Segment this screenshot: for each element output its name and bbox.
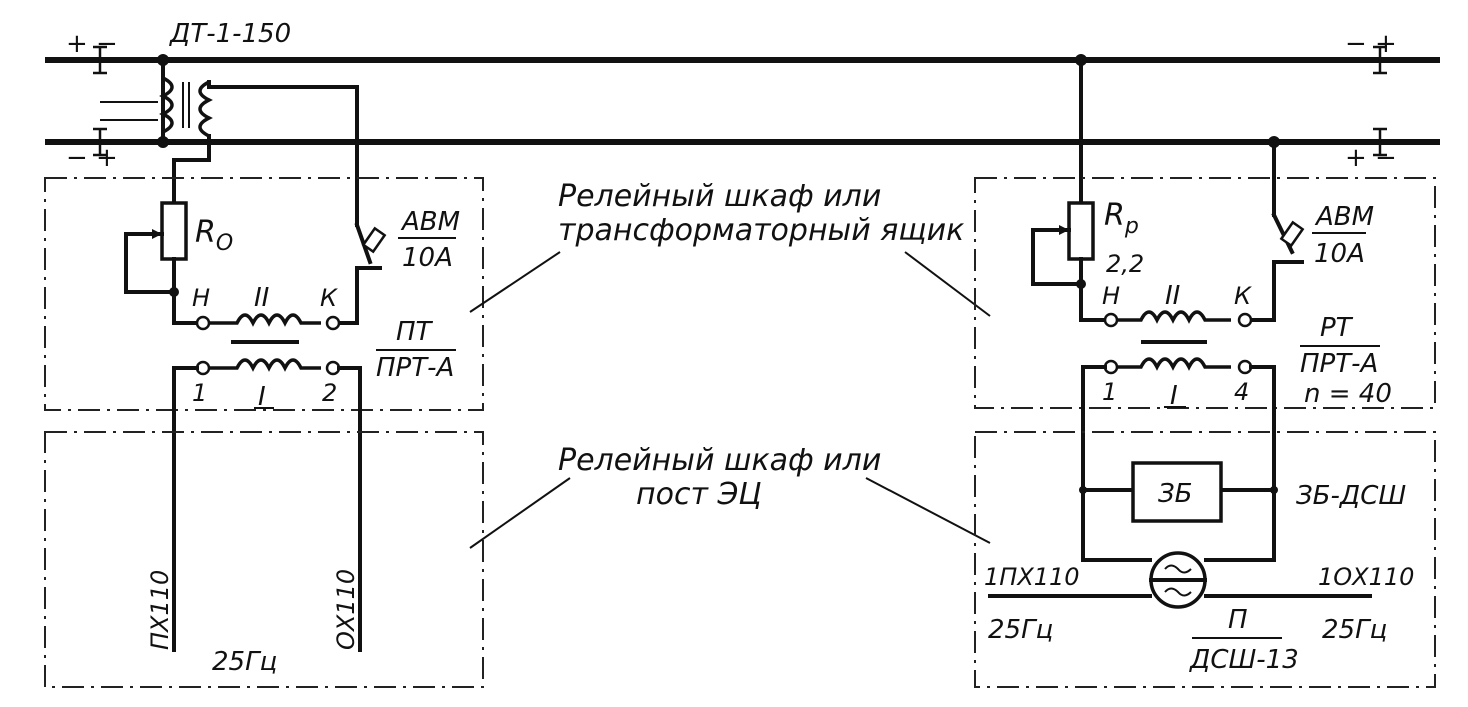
transformer-rt-ratio: n = 40 [1304, 379, 1392, 409]
resistor-ro [124, 201, 205, 325]
winding-2-right: II [1165, 281, 1180, 311]
insulating-joint-left-top [93, 45, 107, 75]
term-k-left: К [320, 284, 338, 312]
protection-block-zb [1079, 461, 1278, 523]
right-cabinet-top [974, 177, 1436, 409]
wire-1ox110: 1ОХ110 [1318, 563, 1414, 591]
insulating-joint-right-bottom [1373, 127, 1387, 157]
relay-bottom-label: ДСШ-13 [1189, 645, 1299, 675]
center-bottom-line1: Релейный шкаф или [558, 443, 881, 478]
transformer-pt-bottom: ПРТ-А [376, 353, 454, 383]
insulating-joint-left-bottom [93, 127, 107, 157]
transformer-rt-bottom: ПРТ-А [1300, 349, 1378, 379]
track-relay-dsh13 [988, 551, 1372, 609]
term-4-right: 4 [1234, 378, 1249, 406]
choke-transformer [100, 54, 359, 227]
wire-1px110: 1ПХ110 [984, 563, 1080, 591]
relay-top-label: П [1228, 605, 1248, 635]
polarity-left-top: + − [66, 29, 118, 59]
breaker-right [1243, 212, 1305, 322]
winding-1-left: I [258, 382, 266, 412]
breaker-left [331, 222, 387, 325]
transformer-pt [172, 313, 362, 652]
term-h-right: Н [1102, 282, 1120, 310]
polarity-right-bottom: + − [1345, 143, 1397, 173]
left-cabinet-top [44, 177, 484, 411]
transformer-pt-top: ПТ [396, 317, 434, 347]
center-top-line2: трансформаторный ящик [558, 213, 964, 248]
left-cabinet-bottom [44, 431, 484, 688]
leader-bottom-left [469, 477, 571, 549]
breaker-right-top: АВМ [1314, 202, 1374, 232]
resistor-rp-value: 2,2 [1106, 250, 1144, 278]
transformer-rt [1081, 310, 1276, 562]
freq-left: 25Гц [212, 647, 277, 677]
resistor-rp-label: Rp [1104, 198, 1139, 239]
wire-ox110: ОХ110 [332, 569, 360, 650]
term-1-right: 1 [1102, 378, 1117, 406]
leader-bottom-right [865, 477, 991, 544]
breaker-right-bottom: 10А [1314, 239, 1365, 269]
polarity-left-bottom: − + [66, 143, 118, 173]
term-h-left: Н [192, 284, 210, 312]
center-top-line1: Релейный шкаф или [558, 179, 881, 214]
winding-2-left: II [254, 283, 269, 313]
winding-1-right: I [1170, 381, 1178, 411]
leader-top-left [469, 251, 561, 313]
leader-top-right [904, 251, 991, 317]
freq-right-right: 25Гц [1322, 615, 1387, 645]
zb-block-name: ЗБ-ДСШ [1296, 481, 1406, 511]
term-k-right: К [1234, 282, 1252, 310]
resistor-ro-label: RO [195, 215, 233, 256]
choke-label: ДТ-1-150 [169, 19, 291, 49]
term-1-left: 1 [192, 379, 207, 407]
zb-block-label: ЗБ [1158, 479, 1193, 509]
freq-right-left: 25Гц [988, 615, 1053, 645]
resistor-rp [1031, 201, 1113, 322]
breaker-left-top: АВМ [400, 207, 460, 237]
term-2-left: 2 [322, 379, 337, 407]
polarity-right-top: − + [1345, 29, 1397, 59]
center-bottom-line2: пост ЭЦ [636, 477, 762, 512]
insulating-joint-right-top [1373, 45, 1387, 75]
right-cabinet-bottom [974, 431, 1436, 688]
transformer-rt-top: РТ [1320, 313, 1354, 343]
breaker-left-bottom: 10А [402, 243, 453, 273]
wire-px110: ПХ110 [146, 570, 174, 650]
